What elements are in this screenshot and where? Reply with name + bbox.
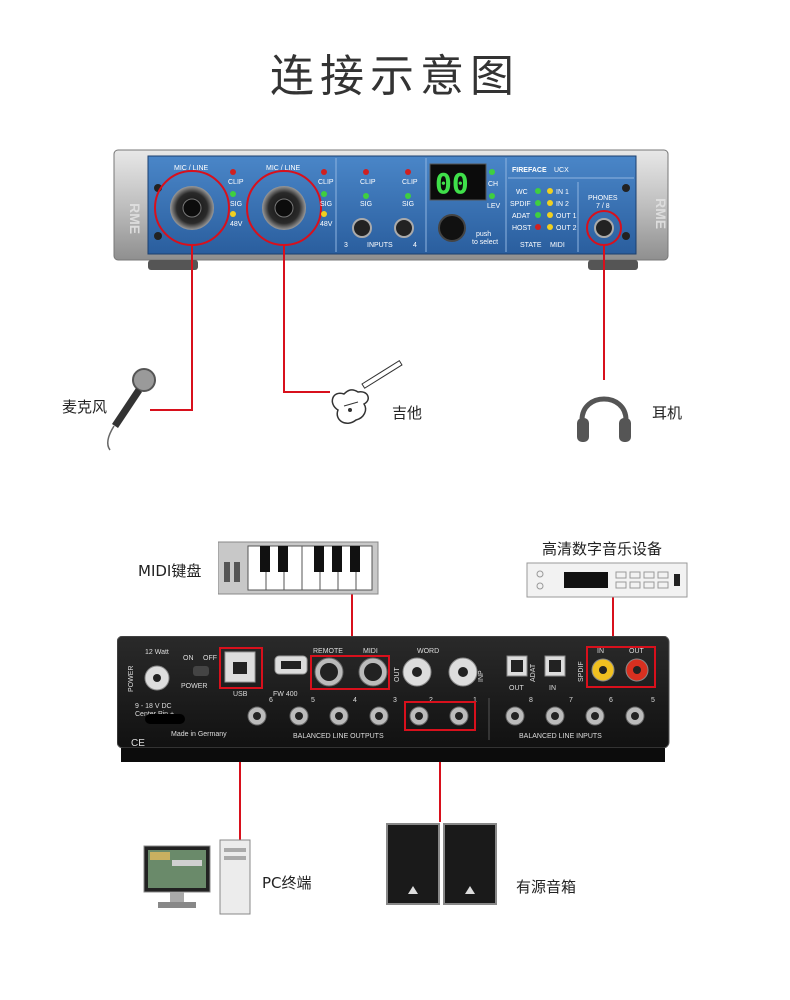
hd-digital-label: 高清数字音乐设备 (542, 540, 663, 558)
in-5-number: 5 (651, 697, 655, 704)
phones-label: PHONES (588, 195, 618, 202)
phones-ch-label: 7 / 8 (596, 203, 610, 210)
midi-label: MIDI (550, 242, 565, 249)
ch-label: CH (488, 181, 498, 188)
spdif-highlight (586, 646, 656, 688)
balanced-inputs-label: BALANCED LINE INPUTS (519, 733, 602, 740)
out-2-number: 2 (429, 697, 433, 704)
speakers-icon (386, 823, 497, 905)
clip-1-label: CLIP (228, 179, 244, 186)
midi-out1-label: OUT 1 (556, 213, 577, 220)
out-1-number: 1 (473, 697, 477, 704)
state-label: STATE (520, 242, 542, 249)
microphone-label: 麦克风 (62, 398, 108, 416)
hd-digital-device-icon (526, 562, 688, 598)
sig-4-label: SIG (402, 201, 414, 208)
word-inp-label: INP (478, 670, 485, 682)
in-7-number: 7 (569, 697, 573, 704)
lev-label: LEV (487, 203, 501, 210)
watts-label: 12 Watt (145, 649, 169, 656)
guitar-icon (331, 360, 403, 424)
outputs-highlight (404, 701, 476, 731)
mic-line-1-label: MIC / LINE (174, 165, 209, 172)
status-leds: WC SPDIF ADAT HOST IN 1 IN 2 OUT 1 OUT 2… (510, 188, 577, 249)
usb-highlight (219, 647, 263, 689)
adat-label: ADAT (512, 213, 531, 220)
adat-in-label: IN (549, 685, 556, 692)
spdif-label: SPDIF (510, 201, 531, 208)
microphone-icon (107, 368, 156, 451)
balanced-outputs: 6 5 4 3 2 1 BALANCED LINE OUTPUTS (247, 697, 477, 740)
inputs-label: INPUTS (367, 242, 393, 249)
to-select-label: to select (472, 239, 498, 246)
page-title: 连接示意图 (270, 51, 520, 102)
midi-in2-label: IN 2 (556, 201, 569, 208)
out-6-number: 6 (269, 697, 273, 704)
power-switch[interactable] (193, 666, 209, 676)
v48-1-label: 48V (230, 221, 243, 228)
off-label: OFF (203, 655, 217, 662)
sig-3-label: SIG (360, 201, 372, 208)
usb-label: USB (233, 691, 248, 698)
jack-input-4[interactable] (394, 218, 414, 238)
display-readout: 00 (435, 167, 469, 200)
midi-highlight (310, 655, 390, 690)
on-label: ON (183, 655, 194, 662)
made-in-label: Made in Germany (171, 731, 227, 738)
midi-out2-label: OUT 2 (556, 225, 577, 232)
remote-label: REMOTE (313, 648, 343, 655)
power-label: POWER (181, 683, 207, 690)
input-4-number: 4 (413, 242, 417, 249)
model-suffix-label: UCX (554, 167, 569, 174)
speakers-label: 有源音箱 (516, 878, 577, 896)
word-out-label: OUT (394, 667, 401, 683)
clip-4-label: CLIP (402, 179, 418, 186)
word-label: WORD (417, 648, 439, 655)
mic-line-2-label: MIC / LINE (266, 165, 301, 172)
in-8-number: 8 (529, 697, 533, 704)
host-label: HOST (512, 225, 532, 232)
midi-keyboard-label: MIDI键盘 (138, 562, 202, 580)
out-4-number: 4 (353, 697, 357, 704)
back-panel: POWER 12 Watt 9 - 18 V DC Center Pin + O… (117, 636, 670, 762)
clip-2-label: CLIP (318, 179, 334, 186)
clip-3-label: CLIP (360, 179, 376, 186)
spdif-in-label: IN (597, 648, 604, 655)
sig-1-label: SIG (230, 201, 242, 208)
balanced-inputs: 8 7 6 5 BALANCED LINE INPUTS (505, 697, 655, 740)
in-6-number: 6 (609, 697, 613, 704)
balanced-outputs-label: BALANCED LINE OUTPUTS (293, 733, 384, 740)
push-label: push (476, 231, 491, 238)
dc-label: 9 - 18 V DC (135, 703, 172, 710)
headphones-icon (577, 396, 631, 442)
midi-keyboard-icon (218, 541, 379, 595)
input-3-number: 3 (344, 242, 348, 249)
jack-input-3[interactable] (352, 218, 372, 238)
guitar-label: 吉他 (392, 404, 423, 422)
fw-label: FW 400 (273, 691, 298, 698)
pc-icon (143, 839, 251, 915)
out-5-number: 5 (311, 697, 315, 704)
v48-2-label: 48V (320, 221, 333, 228)
spdif-label: SPDIF (578, 661, 585, 682)
sig-2-label: SIG (320, 201, 332, 208)
model-label: FIREFACE (512, 167, 547, 174)
wc-label: WC (516, 189, 528, 196)
brand-left: RME (127, 203, 143, 234)
phones-jack[interactable] (594, 218, 614, 238)
adat-out-label: OUT (509, 685, 525, 692)
power-vertical-label: POWER (128, 666, 135, 692)
front-panel: RME RME MIC / LINE CLIP SIG 48V MIC / LI… (113, 149, 669, 270)
midi-in1-label: IN 1 (556, 189, 569, 196)
adat-label: ADAT (530, 663, 537, 682)
spdif-out-label: OUT (629, 648, 645, 655)
out-3-number: 3 (393, 697, 397, 704)
headphones-label: 耳机 (652, 404, 683, 422)
ce-mark: CE (131, 738, 145, 749)
back-midi-label: MIDI (363, 648, 378, 655)
pc-label: PC终端 (262, 874, 312, 892)
brand-right: RME (653, 198, 669, 229)
select-knob[interactable] (438, 214, 466, 242)
